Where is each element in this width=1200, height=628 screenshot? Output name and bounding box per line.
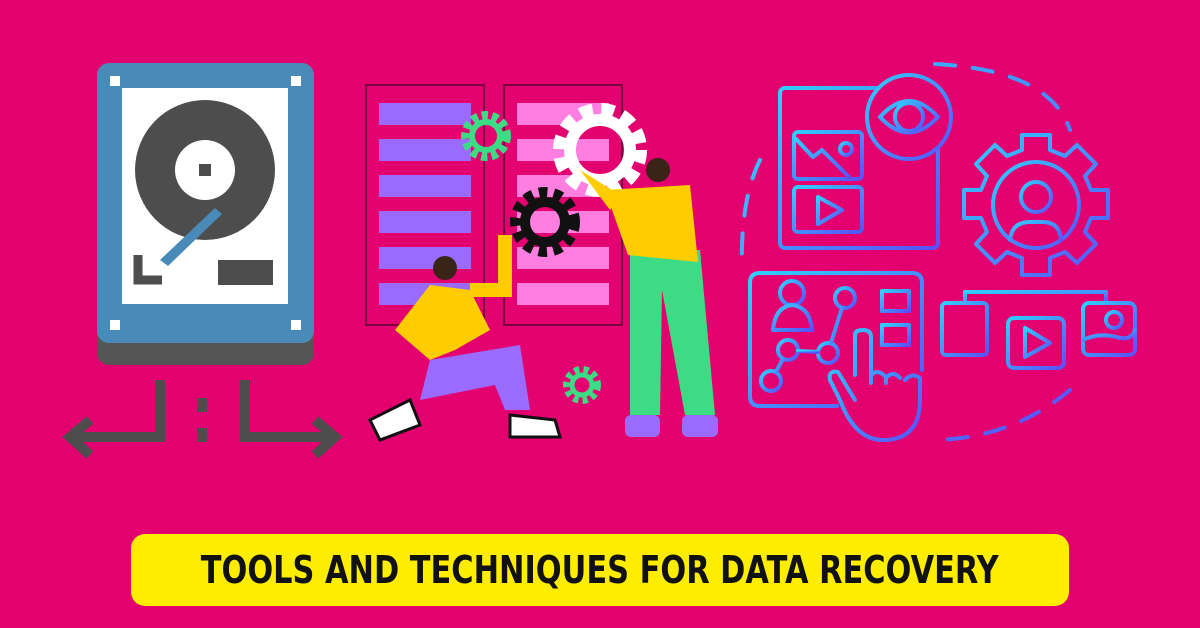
dashed-circle [739,62,1072,442]
network-touch-icon [748,271,924,442]
hard-drive-icon [97,63,314,365]
title-banner: TOOLS AND TECHNIQUES FOR DATA RECOVERY [131,534,1069,606]
people-illustration [367,158,718,442]
content-view-icon [778,73,953,250]
page-title: TOOLS AND TECHNIQUES FOR DATA RECOVERY [201,548,999,592]
arrows-icon [62,380,343,459]
user-gear-icon [940,133,1137,370]
gear-icons [461,103,647,404]
